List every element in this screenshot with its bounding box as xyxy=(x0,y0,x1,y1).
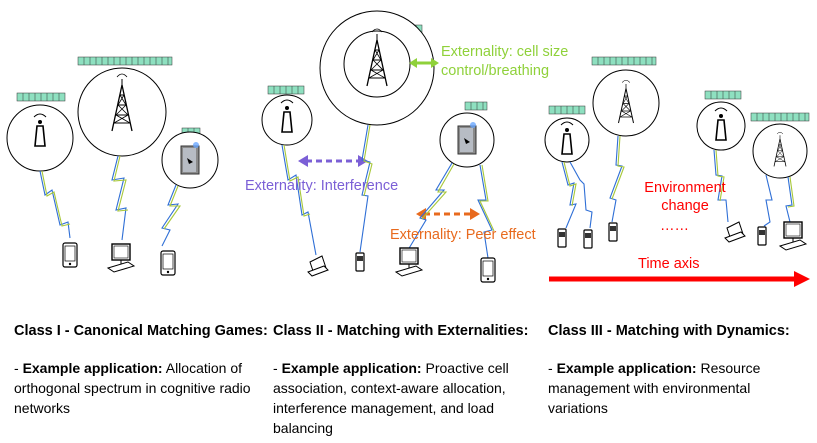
cellphone-icon xyxy=(757,226,767,246)
environment-label-line-2: change xyxy=(661,198,709,214)
application-text: variations xyxy=(548,400,608,416)
femto-icon xyxy=(180,141,200,175)
phone-icon xyxy=(480,257,496,283)
application-label: Example application: xyxy=(281,360,422,376)
class-2-network xyxy=(261,10,496,283)
peer-effect-arrow xyxy=(416,208,480,220)
macro-cell-coverage xyxy=(592,69,660,137)
class-3-title: Class III - Matching with Dynamics: xyxy=(548,323,790,339)
cellphone-icon xyxy=(557,228,567,248)
application-text: interference management, and load xyxy=(273,400,495,416)
environment-ellipsis: …… xyxy=(660,218,689,234)
wireless-links xyxy=(561,135,795,231)
environment-label-line-1: Environment xyxy=(644,180,726,196)
cell-size-arrow xyxy=(409,58,439,68)
application-text: networks xyxy=(14,400,71,416)
peer-effect-label: Externality: Peer effect xyxy=(390,227,536,243)
application-text: balancing xyxy=(273,420,333,436)
application-prefix: - xyxy=(14,360,23,376)
laptop-icon xyxy=(307,255,329,277)
application-text: management with environmental xyxy=(548,380,751,396)
class-1-network xyxy=(6,56,219,276)
interference-arrow xyxy=(298,155,368,167)
application-prefix: - xyxy=(273,360,282,376)
time-axis-arrowhead xyxy=(794,271,810,287)
cellphone-icon xyxy=(355,252,365,272)
cell-size-label-line-2: control/breathing xyxy=(441,63,550,79)
time-axis-label: Time axis xyxy=(638,256,700,272)
macro-cell-coverage xyxy=(77,67,167,157)
application-text: Proactive cell xyxy=(421,360,509,376)
class-1-title: Class I - Canonical Matching Games: xyxy=(14,323,268,339)
phone-icon xyxy=(160,250,176,276)
application-prefix: - xyxy=(548,360,557,376)
class-2-title: Class II - Matching with Externalities: xyxy=(273,323,529,339)
cellphone-icon xyxy=(608,222,618,242)
laptop-icon xyxy=(724,221,746,243)
desktop-icon xyxy=(395,247,423,277)
phone-icon xyxy=(62,242,78,268)
cellphone-icon xyxy=(583,229,593,249)
wireless-links xyxy=(39,155,182,247)
application-text: Resource xyxy=(696,360,761,376)
desktop-icon xyxy=(779,221,807,251)
class-1-application: - Example application: Allocation of ort… xyxy=(14,358,251,418)
interference-label: Externality: Interference xyxy=(245,178,399,194)
application-text: Allocation of xyxy=(162,360,242,376)
application-text: orthogonal spectrum in cognitive radio xyxy=(14,380,251,396)
class-2-application: - Example application: Proactive cell as… xyxy=(273,358,509,438)
application-text: association, context-aware allocation, xyxy=(273,380,506,396)
desktop-icon xyxy=(107,243,135,273)
femto-icon xyxy=(457,121,477,155)
application-label: Example application: xyxy=(22,360,163,376)
cell-size-label-line-1: Externality: cell size xyxy=(441,44,569,60)
class-3-application: - Example application: Resource manageme… xyxy=(548,358,760,418)
wireless-links xyxy=(281,124,495,259)
application-label: Example application: xyxy=(556,360,697,376)
class-3-network xyxy=(544,56,810,287)
